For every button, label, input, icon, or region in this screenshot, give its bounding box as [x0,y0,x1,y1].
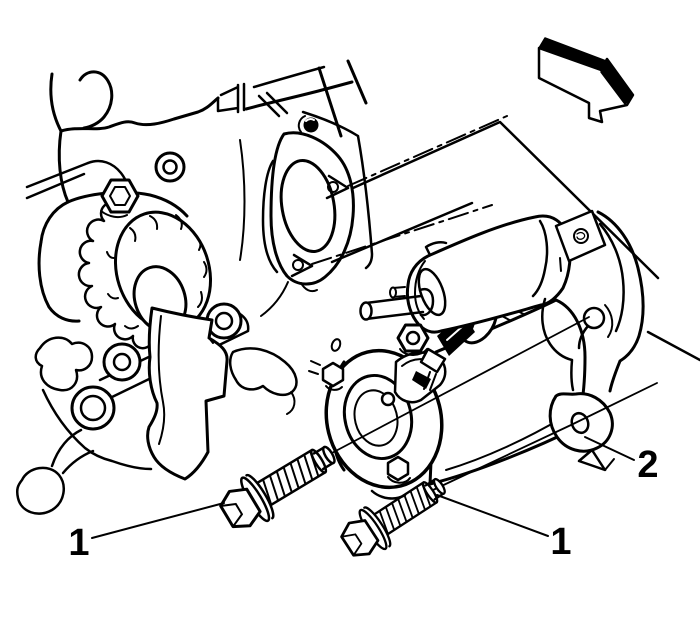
hex-bolt-head [100,178,140,214]
starter-motor [308,209,607,500]
callout-bolt-rear: 1 [436,494,572,563]
starter-mounting-pad [261,110,374,293]
callout-label: 2 [637,444,658,486]
starter-bracket [541,210,645,472]
face-hex-upper [321,361,345,388]
callout-bolt-front: 1 [68,502,225,564]
boss-lower [102,342,142,382]
motor-body [428,298,587,486]
round-bolt-head [154,151,186,183]
ring-boss [70,385,116,431]
bracket-hole-upper [582,306,606,330]
engine-block [25,59,368,471]
face-hex-lower [386,455,410,482]
block-bolt-hole [303,117,319,133]
pad-bolt-hole-lower [292,259,304,271]
shift-lever [419,347,447,374]
bracket-gusset [577,448,607,472]
leader-line [584,436,635,461]
leader-line [91,502,225,539]
leader-line [436,494,549,537]
tab-hole [573,228,589,244]
casting-boss [34,336,94,392]
bolt-centerlines [311,115,508,265]
solenoid-tab [554,209,607,263]
bracket-foot [548,392,614,453]
terminal-nut [396,323,430,353]
bracket-hole-lower [570,411,590,435]
shield-side-boss [228,347,298,397]
callout-label: 1 [550,521,571,563]
callout-label: 1 [68,522,89,564]
pad-opening [279,158,337,254]
direction-arrow-icon [537,37,635,124]
pad-bolt-hole-upper [327,181,339,193]
lower-blob [15,466,65,515]
dust-shield [146,281,298,481]
starter-bolt-front [219,445,336,529]
terminal-stud [364,294,425,321]
callout-starter: 2 [584,436,659,486]
bolt-axis-lines [329,316,658,491]
solenoid [405,214,572,334]
filter-crimp-ring [77,201,170,350]
face-hole [380,391,396,407]
